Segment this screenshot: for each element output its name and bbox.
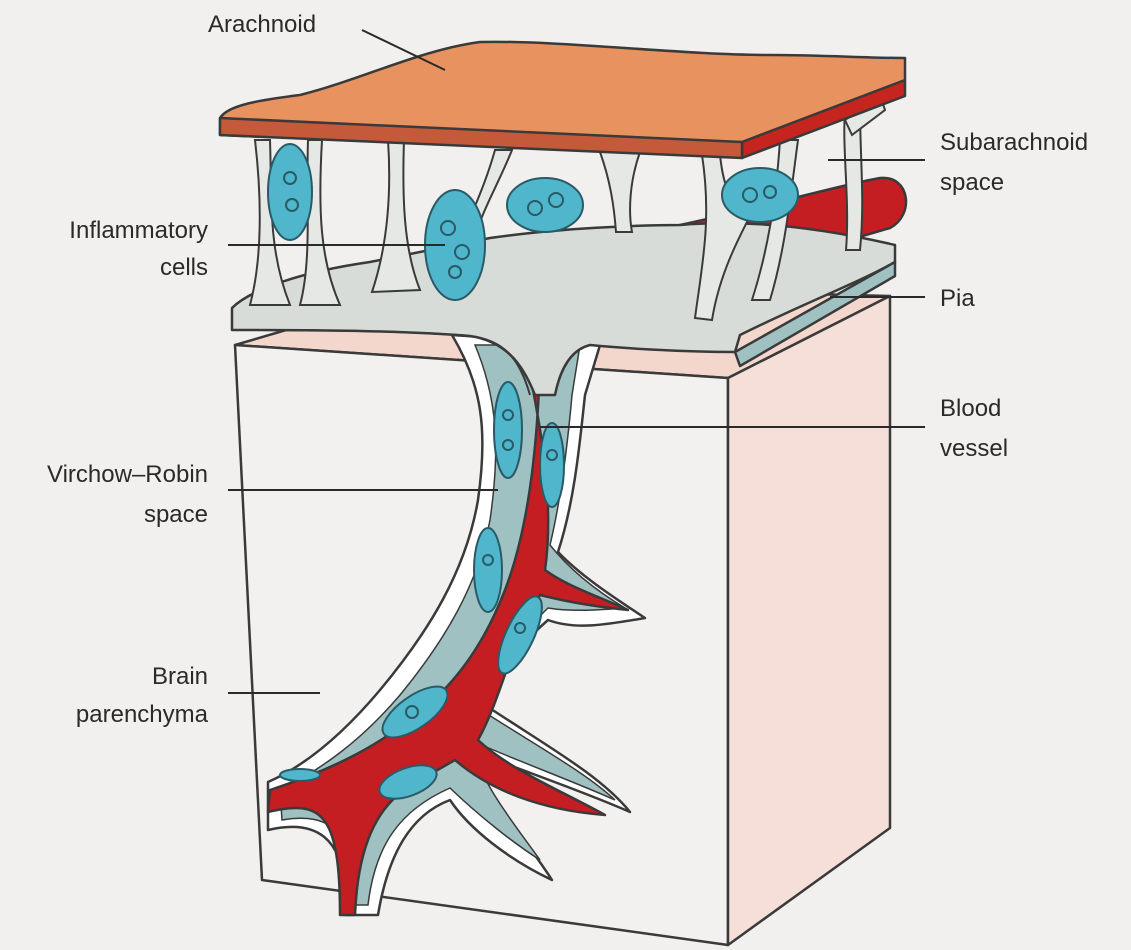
inflammatory-cell bbox=[268, 144, 312, 240]
inflammatory-cell bbox=[722, 168, 798, 222]
inflammatory-cell bbox=[494, 382, 522, 478]
label-inflammatory-line1: Inflammatory bbox=[69, 217, 208, 244]
label-brain-line1: Brain bbox=[152, 663, 208, 690]
inflammatory-cell bbox=[280, 769, 320, 781]
label-inflammatory-line2: cells bbox=[160, 254, 208, 281]
label-brain-line2: parenchyma bbox=[76, 701, 209, 728]
label-virchow-line2: space bbox=[144, 501, 208, 528]
parenchyma-side-face bbox=[728, 296, 890, 945]
label-subarachnoid-line1: Subarachnoid bbox=[940, 129, 1088, 156]
label-blood-line1: Blood bbox=[940, 395, 1001, 422]
inflammatory-cell bbox=[540, 423, 564, 507]
arachnoid-layer bbox=[220, 42, 905, 158]
label-arachnoid: Arachnoid bbox=[208, 11, 316, 38]
label-virchow-line1: Virchow–Robin bbox=[47, 461, 208, 488]
label-subarachnoid-line2: space bbox=[940, 169, 1004, 196]
inflammatory-cell bbox=[507, 178, 583, 232]
label-pia: Pia bbox=[940, 285, 975, 312]
label-blood-line2: vessel bbox=[940, 435, 1008, 462]
inflammatory-cell bbox=[474, 528, 502, 612]
